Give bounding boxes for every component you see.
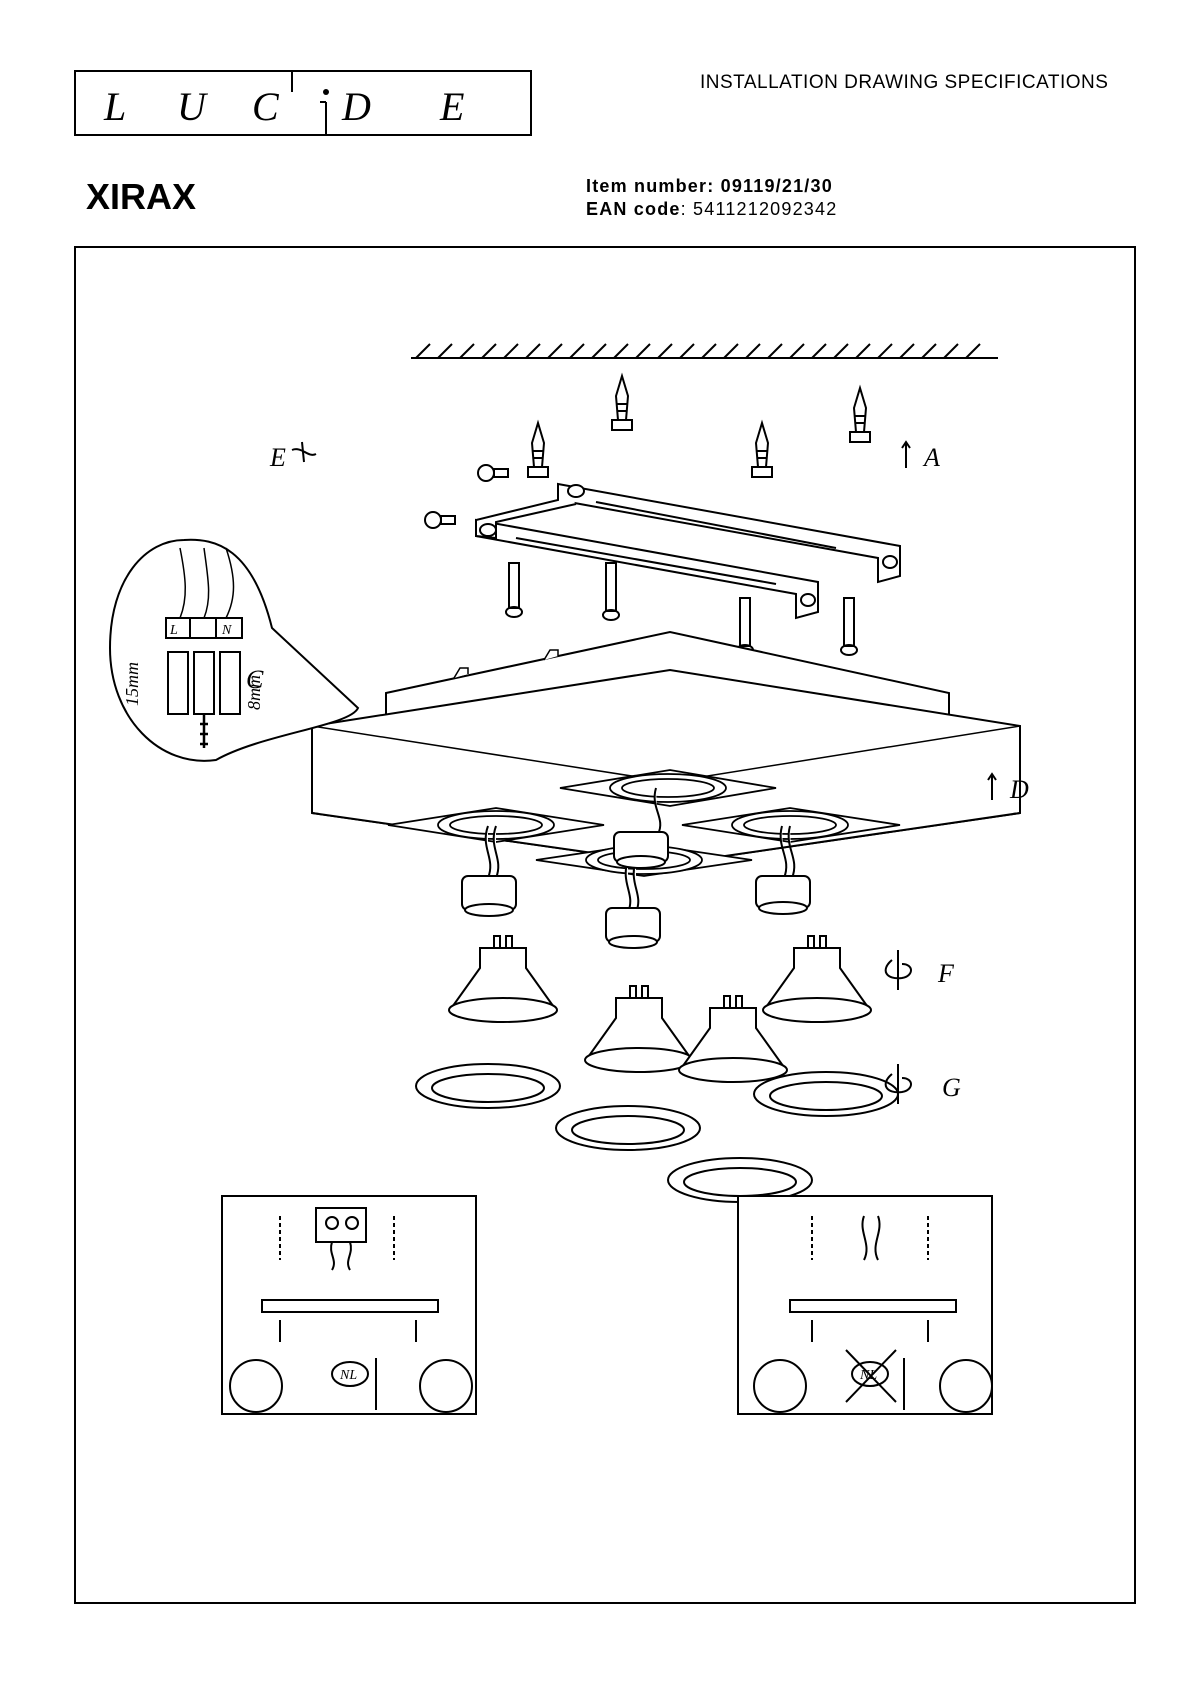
- nl-badge-right: NL: [859, 1368, 877, 1383]
- terminal-label-l: L: [169, 623, 178, 638]
- exploded-view: E A C D F G L N 15mm 8mm NL NL: [108, 343, 1029, 1415]
- logo-letter-c: C: [252, 84, 280, 129]
- spot-recess: [387, 769, 901, 877]
- step-label-f: F: [937, 959, 955, 988]
- mounting-bracket: [475, 482, 901, 620]
- logo-letter-d: D: [341, 84, 371, 129]
- logo-letter-u: U: [177, 84, 209, 129]
- ean-label: EAN code: [586, 199, 681, 219]
- ean-row: EAN code: 5411212092342: [586, 198, 837, 221]
- wiring-detail: [108, 538, 360, 762]
- item-number-label: Item number:: [586, 176, 715, 196]
- logo-letter-e: E: [439, 84, 464, 129]
- lamp-socket: [461, 787, 811, 949]
- step-label-g: G: [942, 1073, 961, 1102]
- document-title: INSTALLATION DRAWING SPECIFICATIONS: [700, 72, 1109, 93]
- product-name: XIRAX: [86, 176, 197, 217]
- item-number-value: 09119/21/30: [720, 176, 833, 196]
- core-strip-label: 8mm: [244, 675, 264, 710]
- lucide-logo: L U C D E: [74, 70, 532, 136]
- ean-value: : 5411212092342: [680, 199, 838, 219]
- step-label-c: C: [246, 665, 264, 694]
- small-screw-icon: [424, 464, 509, 529]
- mounting-inset-left: [221, 1195, 477, 1415]
- item-info: Item number: 09119/21/30 EAN code: 54112…: [586, 175, 837, 221]
- retaining-ring: [415, 1063, 899, 1203]
- ceiling-hatch: [411, 343, 998, 359]
- mounting-inset-right: [737, 1195, 993, 1415]
- installation-drawing: E A C D F G L N 15mm 8mm NL NL: [74, 246, 1136, 1604]
- item-number-row: Item number: 09119/21/30: [586, 175, 837, 198]
- direction-arrow-icon: [291, 440, 997, 1104]
- logo-letter-l: L: [103, 84, 126, 129]
- nl-badge-left: NL: [339, 1368, 357, 1383]
- gu10-bulb-icon: [448, 935, 872, 1083]
- step-label-a: A: [922, 443, 940, 472]
- strip-length-label: 15mm: [122, 662, 142, 706]
- step-label-d: D: [1009, 775, 1029, 804]
- terminal-label-n: N: [221, 623, 232, 638]
- wall-plug-icon: [527, 372, 871, 478]
- step-label-e: E: [269, 443, 286, 472]
